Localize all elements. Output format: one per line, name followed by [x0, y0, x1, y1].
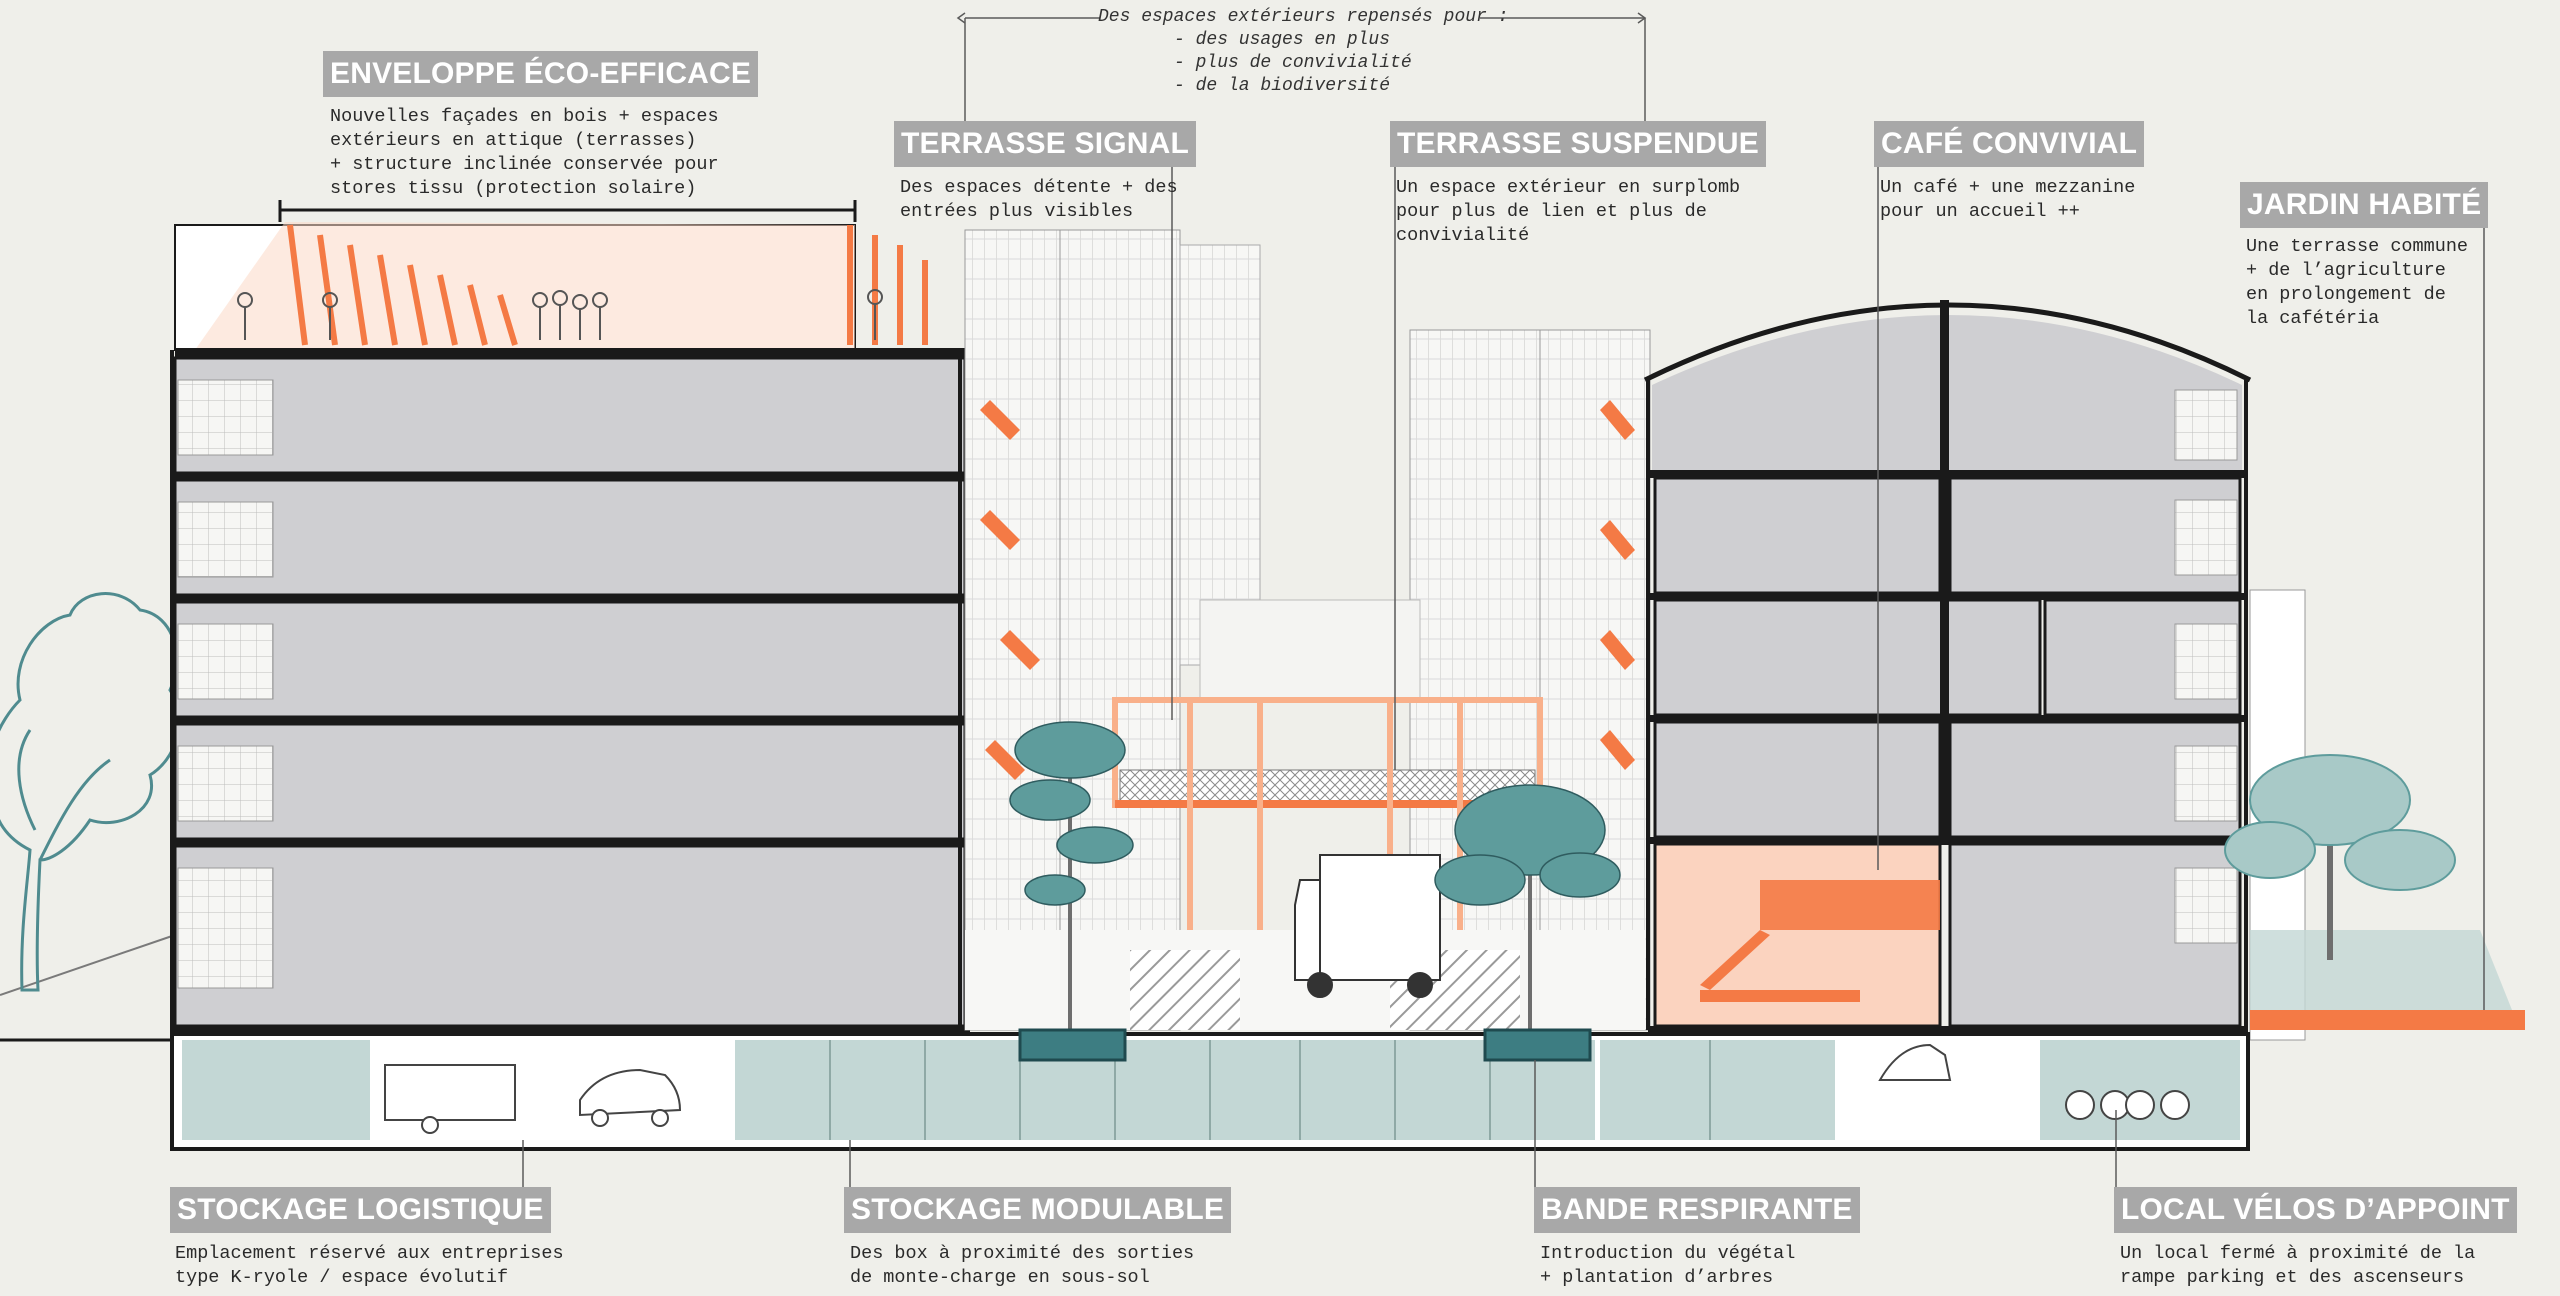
- desc-line: + structure inclinée conservée pour: [330, 154, 719, 175]
- back-tower-left: [1059, 229, 1181, 1031]
- desc-line: extérieurs en attique (terrasses): [330, 130, 697, 151]
- label-terrasse-suspendue: TERRASSE SUSPENDUE: [1390, 121, 1767, 167]
- logistic-storage: [182, 1040, 370, 1140]
- label-local-velos: LOCAL VÉLOS D’APPOINT: [2114, 1187, 2517, 1233]
- top-note-heading: Des espaces extérieurs repensés pour :: [1098, 7, 1509, 27]
- desc-line: convivialité: [1396, 225, 1530, 246]
- hatched-paving-left: [1130, 950, 1240, 1030]
- desc-line: la cafétéria: [2246, 308, 2380, 329]
- desc-line: rampe parking et des ascenseurs: [2120, 1267, 2465, 1288]
- ground-slope: [0, 934, 176, 996]
- window-strips-left: [177, 379, 274, 989]
- garden-terrace: [2224, 589, 2525, 1041]
- cafe-mezzanine: [1700, 880, 1940, 1002]
- rooftop-people: [237, 289, 883, 340]
- desc-stockage-modulable: Des box à proximité des sorties de monte…: [850, 1242, 1194, 1290]
- back-tower-center: [1179, 244, 1261, 666]
- desc-line: entrées plus visibles: [900, 201, 1134, 222]
- desc-stockage-logistique: Emplacement réservé aux entreprises type…: [175, 1242, 564, 1290]
- top-note-item: - plus de convivialité: [1174, 53, 1412, 73]
- trailer-and-car: [384, 1043, 2190, 1134]
- left-tree: [0, 592, 181, 992]
- desc-line: Nouvelles façades en bois + espaces: [330, 106, 719, 127]
- back-facade-left: [964, 229, 1066, 1031]
- back-facade-right: [1539, 329, 1651, 1031]
- delivery-truck: [1294, 854, 1441, 998]
- label-stockage-logistique: STOCKAGE LOGISTIQUE: [170, 1187, 551, 1233]
- label-bande-respirante: BANDE RESPIRANTE: [1534, 1187, 1860, 1233]
- right-slabs: [1648, 300, 2248, 1034]
- desc-bande-respirante: Introduction du végétal + plantation d’a…: [1540, 1242, 1795, 1290]
- courtyard-tree-left: [1009, 721, 1134, 1030]
- floor-slabs: [170, 473, 970, 1034]
- garden-tree: [2224, 754, 2456, 960]
- desc-enveloppe: Nouvelles façades en bois + espaces exté…: [330, 105, 719, 201]
- desc-cafe-convivial: Un café + une mezzanine pour un accueil …: [1880, 176, 2135, 224]
- right-building: [1643, 300, 2252, 1034]
- left-building: [170, 200, 970, 1034]
- desc-line: pour plus de lien et plus de: [1396, 201, 1707, 222]
- desc-line: Des espaces détente + des: [900, 177, 1178, 198]
- desc-line: Un local fermé à proximité de la: [2120, 1243, 2476, 1264]
- desc-line: type K-ryole / espace évolutif: [175, 1267, 509, 1288]
- desc-line: Emplacement réservé aux entreprises: [175, 1243, 564, 1264]
- desc-local-velos: Un local fermé à proximité de la rampe p…: [2120, 1242, 2475, 1290]
- tree-planters: [1018, 1028, 1592, 1062]
- office-floors: [173, 356, 967, 1028]
- top-note: Des espaces extérieurs repensés pour : -…: [1098, 6, 1508, 98]
- desc-line: Un espace extérieur en surplomb: [1396, 177, 1741, 198]
- window-strips-right: [2174, 389, 2238, 944]
- leader-lines: [522, 12, 2485, 1192]
- desc-terrasse-signal: Des espaces détente + des entrées plus v…: [900, 176, 1178, 224]
- desc-line: stores tissu (protection solaire): [330, 178, 697, 199]
- modular-storage: [735, 1040, 1595, 1140]
- desc-jardin-habite: Une terrasse commune + de l’agriculture …: [2246, 235, 2468, 331]
- label-terrasse-signal: TERRASSE SIGNAL: [894, 121, 1197, 167]
- desc-line: Introduction du végétal: [1540, 1243, 1796, 1264]
- label-enveloppe: ENVELOPPE ÉCO-EFFICACE: [323, 51, 759, 97]
- orange-balconies: [980, 400, 1635, 780]
- label-jardin-habite: JARDIN HABITÉ: [2240, 182, 2489, 228]
- desc-line: pour un accueil ++: [1880, 201, 2080, 222]
- desc-line: Un café + une mezzanine: [1880, 177, 2136, 198]
- desc-line: Des box à proximité des sorties: [850, 1243, 1195, 1264]
- label-stockage-modulable: STOCKAGE MODULABLE: [844, 1187, 1232, 1233]
- courtyard-tree-right: [1434, 784, 1621, 1030]
- desc-line: + plantation d’arbres: [1540, 1267, 1774, 1288]
- desc-line: + de l’agriculture: [2246, 260, 2446, 281]
- top-note-item: - des usages en plus: [1174, 30, 1391, 50]
- desc-line: en prolongement de: [2246, 284, 2446, 305]
- desc-line: Une terrasse commune: [2246, 236, 2469, 257]
- top-note-item: - de la biodiversité: [1174, 76, 1391, 96]
- label-cafe-convivial: CAFÉ CONVIVIAL: [1874, 121, 2145, 167]
- basement: [170, 1028, 2250, 1151]
- courtyard: [964, 229, 1651, 1031]
- desc-terrasse-suspendue: Un espace extérieur en surplomb pour plu…: [1396, 176, 1740, 248]
- desc-line: de monte-charge en sous-sol: [850, 1267, 1150, 1288]
